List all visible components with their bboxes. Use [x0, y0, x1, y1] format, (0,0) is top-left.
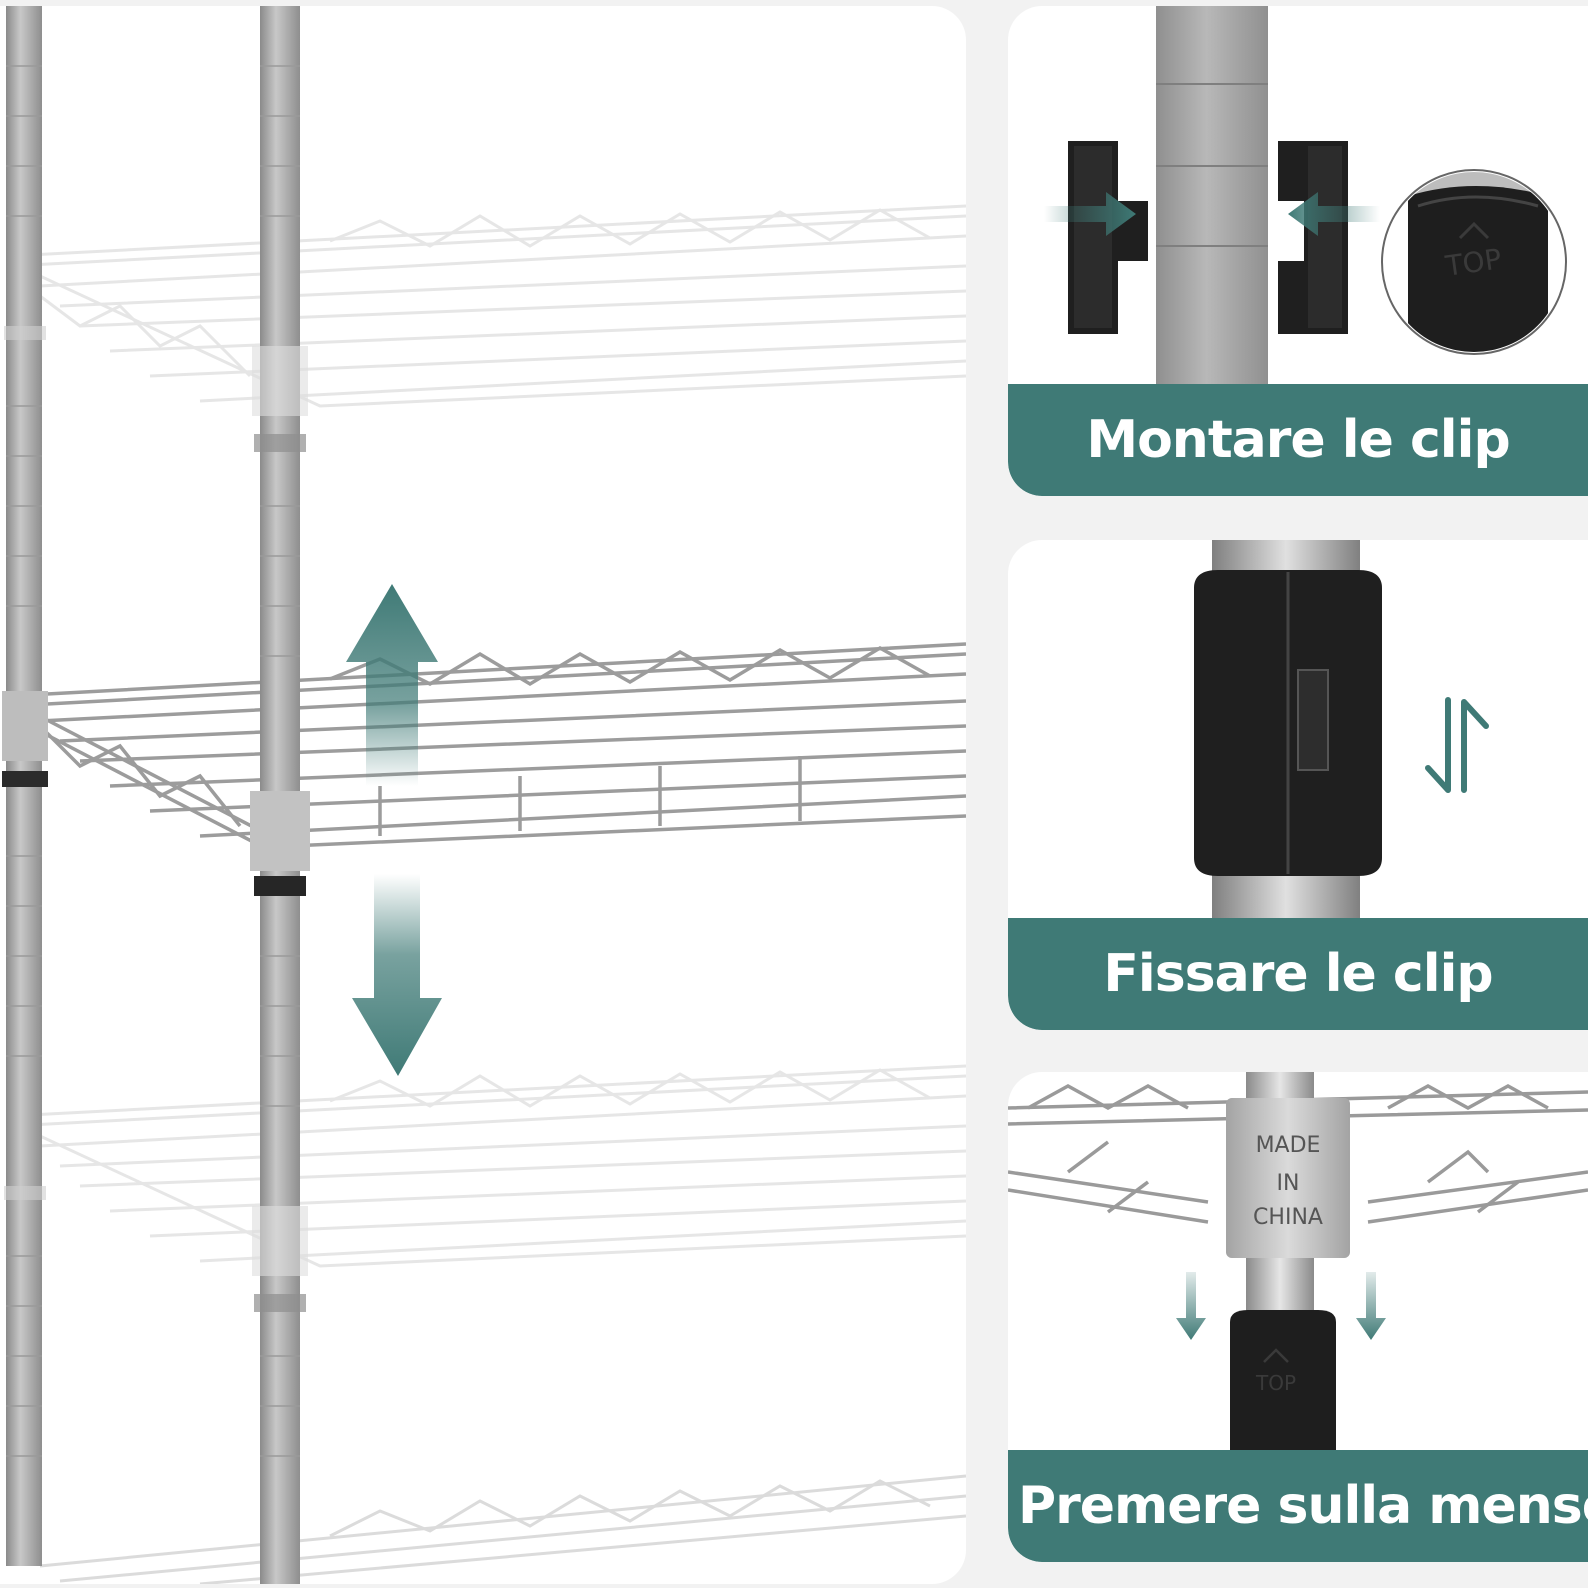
- arrow-right-icon: [1044, 192, 1380, 236]
- left-clip-half: [1068, 141, 1148, 334]
- mount-clips-illustration: TOP: [1044, 6, 1567, 384]
- step-card-fix-clips: Fissare le clip: [1008, 540, 1588, 1030]
- front-pole: [250, 6, 310, 1584]
- adjustable-shelf: [9, 642, 966, 863]
- caption-press-shelf: Premere sulla mensola: [1008, 1450, 1588, 1562]
- fix-clips-illustration: [1194, 540, 1489, 918]
- shelf-sleeve: MADE IN CHINA: [1226, 1098, 1350, 1258]
- assembled-clip: [1194, 570, 1382, 876]
- pole-tick-marks: [6, 65, 300, 1457]
- sleeve-stamp-line3: CHINA: [1253, 1205, 1323, 1230]
- press-shelf-illustration: MADE IN CHINA TOP: [1008, 1072, 1588, 1450]
- clip-top-label: TOP: [1442, 242, 1503, 283]
- clip-top-label: TOP: [1255, 1371, 1296, 1395]
- faded-shelf-top: [9, 204, 966, 408]
- clip-top-detail: TOP: [1381, 169, 1567, 355]
- step-card-mount-clips: TOP Montare le clip: [1008, 6, 1588, 496]
- black-clip: TOP: [1230, 1310, 1336, 1450]
- faded-shelf-lower: [9, 1064, 966, 1268]
- left-pole: [2, 6, 48, 1566]
- step-card-press-shelf: MADE IN CHINA TOP Premere sulla mensola: [1008, 1072, 1588, 1562]
- sleeve-stamp-line1: MADE: [1256, 1133, 1321, 1158]
- double-arrow-up-down-icon: [346, 584, 442, 1076]
- shelving-illustration-panel: [0, 6, 966, 1584]
- shelving-unit-illustration: [2, 6, 966, 1584]
- pole: [1156, 6, 1268, 384]
- faded-shelf-bottom: [39, 1474, 966, 1584]
- sleeve-stamp-line2: IN: [1277, 1171, 1300, 1196]
- arrow-down-icon: [1176, 1272, 1386, 1340]
- caption-mount-clips: Montare le clip: [1008, 384, 1588, 496]
- swap-vertical-icon: [1425, 697, 1489, 793]
- right-clip-half: [1278, 141, 1348, 334]
- caption-fix-clips: Fissare le clip: [1008, 918, 1588, 1030]
